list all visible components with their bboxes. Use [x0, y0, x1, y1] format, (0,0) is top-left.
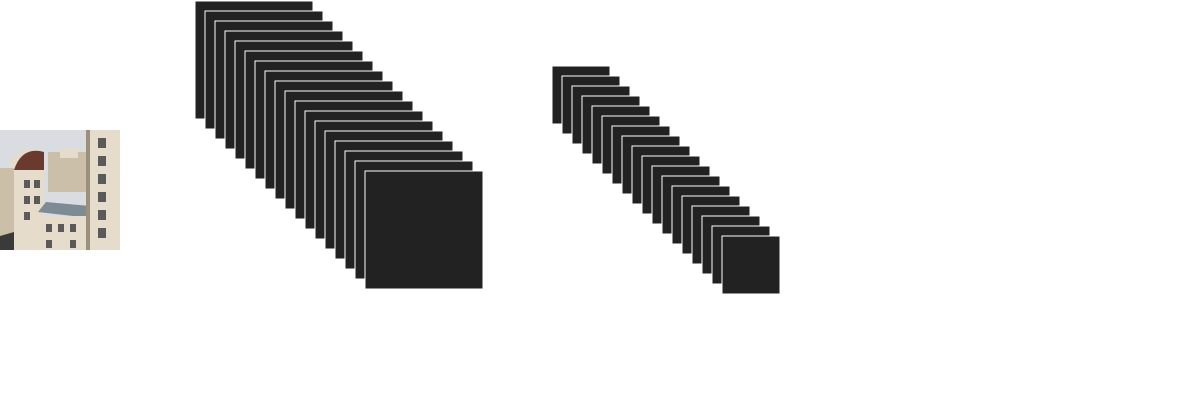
- feature-map: [721, 235, 781, 295]
- input-image: [0, 130, 120, 250]
- city-street-photo-icon: [0, 130, 120, 250]
- feature-map-stack-1: [194, 0, 484, 290]
- feature-map-stack-2: [551, 65, 781, 295]
- feature-map: [364, 170, 484, 290]
